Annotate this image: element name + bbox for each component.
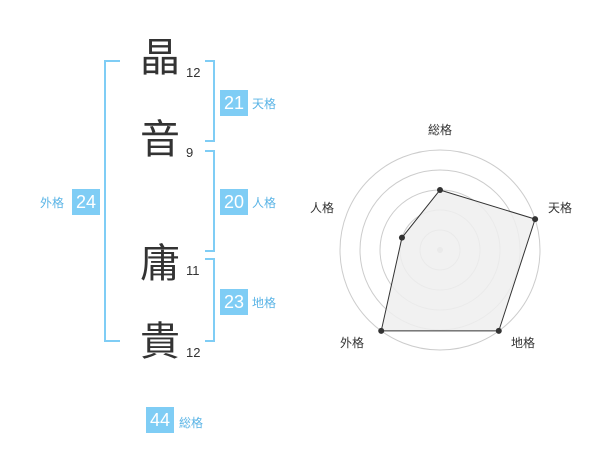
- radar-label-chikaku: 地格: [511, 336, 536, 350]
- soukaku-value: 44: [146, 407, 174, 433]
- stroke-count-1: 12: [186, 65, 201, 80]
- tenkaku-label: 天格: [252, 97, 277, 111]
- tenkaku-value: 21: [220, 90, 248, 116]
- chikaku-value: 23: [220, 289, 248, 315]
- gaikaku-label: 外格: [40, 196, 65, 210]
- name-char-1: 晶: [140, 35, 180, 81]
- radar-label-jinkaku: 人格: [310, 201, 335, 215]
- jinkaku-label: 人格: [252, 196, 277, 210]
- radar-grid-ring: [339, 149, 541, 351]
- stroke-count-2: 9: [186, 145, 194, 160]
- radar-point-5: [398, 234, 405, 241]
- soukaku-label: 総格: [179, 416, 204, 430]
- jinkaku-value: 20: [220, 189, 248, 215]
- name-char-3: 庸: [140, 241, 180, 287]
- chikaku-bracket: [205, 258, 215, 342]
- name-char-4: 貴: [140, 319, 180, 365]
- radar-label-soukaku: 総格: [428, 123, 453, 137]
- name-char-2: 音: [140, 117, 180, 163]
- stroke-count-4: 12: [186, 345, 201, 360]
- radar-point-1: [437, 187, 443, 193]
- radar-label-gaikaku: 外格: [340, 336, 365, 350]
- stroke-count-3: 11: [186, 263, 200, 278]
- radar-point-3: [495, 327, 502, 334]
- radar-label-tenkaku: 天格: [548, 201, 573, 215]
- radar-point-2: [532, 216, 539, 223]
- chikaku-label: 地格: [252, 296, 277, 310]
- tenkaku-bracket: [205, 60, 215, 142]
- gaikaku-bracket: [104, 60, 120, 342]
- radar-point-4: [378, 327, 385, 334]
- radar-series-polygon: [380, 189, 536, 332]
- jinkaku-bracket: [205, 150, 215, 252]
- gaikaku-value: 24: [72, 189, 100, 215]
